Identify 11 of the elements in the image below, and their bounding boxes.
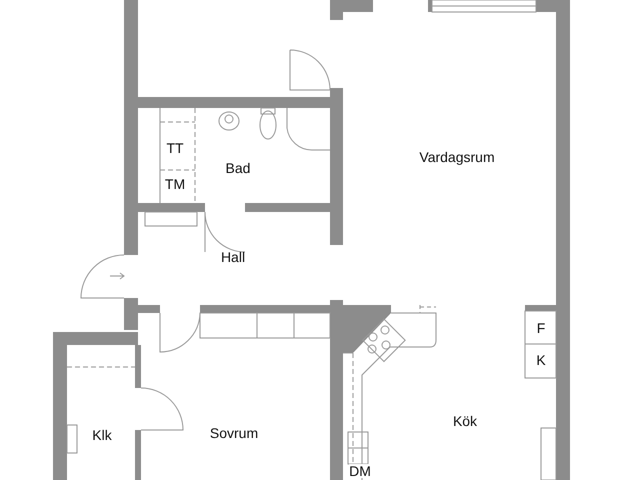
appliance-label: DM [349, 464, 371, 478]
room-label: Klk [92, 428, 112, 442]
room-label: Hall [220, 250, 246, 264]
room-label: Sovrum [210, 426, 258, 440]
appliance-label: F [536, 321, 546, 335]
appliance-label: K [536, 353, 546, 367]
room-label: Bad [226, 161, 250, 175]
appliance-label: TM [164, 177, 186, 191]
appliance-label: TT [166, 141, 184, 155]
room-label: Kök [452, 414, 478, 428]
room-label: Vardagsrum [419, 150, 495, 164]
